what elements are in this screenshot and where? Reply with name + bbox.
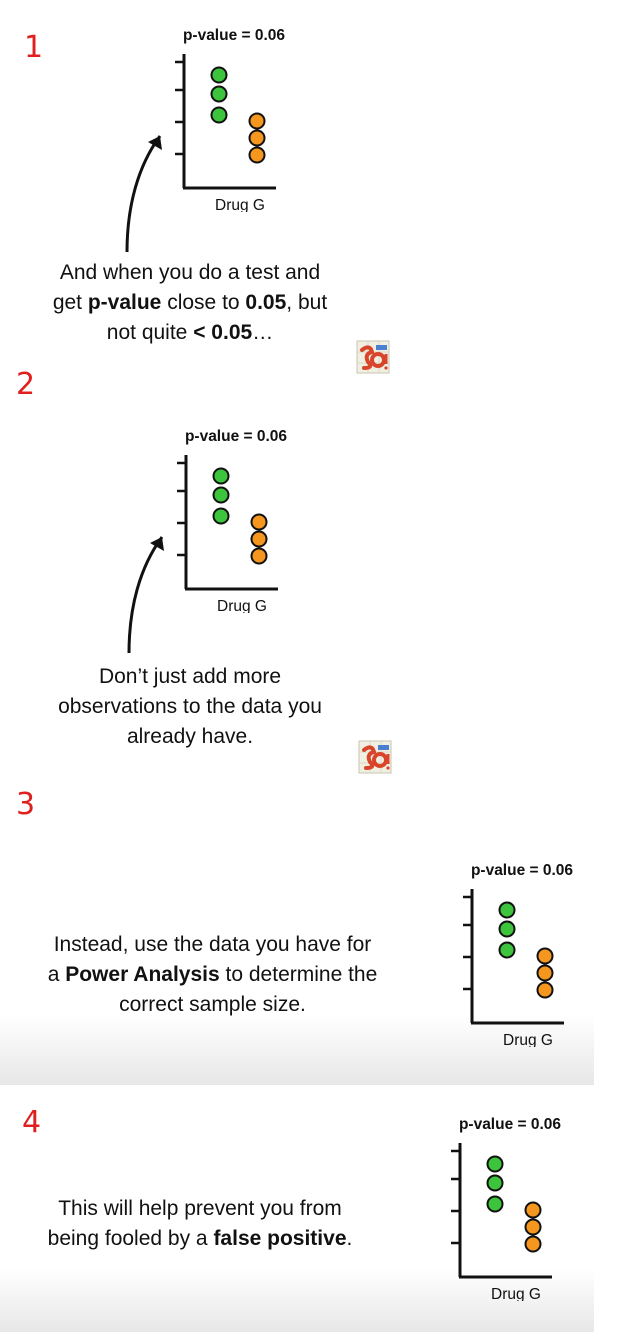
- caption-bold-text: Power Analysis: [65, 963, 220, 986]
- caption-line: a Power Analysis to determine the: [10, 960, 415, 990]
- caption-text: already have.: [126, 725, 254, 748]
- plot-title: p-value = 0.06: [185, 428, 287, 445]
- panel-number: 1: [24, 30, 44, 65]
- orange-point: [248, 112, 266, 130]
- caption-text: close to: [161, 291, 246, 314]
- plot-title: p-value = 0.06: [459, 1116, 561, 1133]
- orange-point: [250, 547, 268, 565]
- caption: Don’t just add more observations to the d…: [10, 662, 370, 752]
- caption-text: And when you do a test and: [59, 261, 321, 284]
- panel-number: 4: [22, 1105, 42, 1140]
- orange-point: [250, 530, 268, 548]
- caption-bold-text: false positive: [213, 1227, 347, 1250]
- x-axis-label: Drug G: [215, 197, 265, 212]
- caption: And when you do a test and get p-value cl…: [10, 258, 370, 348]
- caption-line: already have.: [10, 722, 370, 752]
- caption-text: Instead, use the data you have for: [53, 933, 372, 956]
- plot-title: p-value = 0.06: [183, 27, 285, 44]
- caption-bold-text: 0.05: [245, 291, 287, 314]
- caption-bold-text: < 0.05: [193, 321, 253, 344]
- fade-band: [0, 1015, 594, 1085]
- caption-text: Don’t just add more: [98, 665, 282, 688]
- orange-point: [248, 146, 266, 164]
- arrow-icon: [125, 135, 162, 253]
- arrow-icon: [127, 536, 164, 654]
- green-point: [498, 941, 516, 959]
- green-point: [486, 1195, 504, 1213]
- orange-point: [536, 947, 554, 965]
- green-point: [486, 1155, 504, 1173]
- caption-line: And when you do a test and: [10, 258, 370, 288]
- caption-line: get p-value close to 0.05, but: [10, 288, 370, 318]
- green-point: [212, 507, 230, 525]
- caption-text: observations to the data you: [58, 695, 322, 718]
- caption-text: to determine the: [219, 963, 378, 986]
- caption-text: a: [47, 963, 66, 986]
- orange-point: [524, 1218, 542, 1236]
- so-logo-icon: [356, 340, 390, 374]
- green-point: [212, 467, 230, 485]
- green-point: [498, 920, 516, 938]
- caption-line: observations to the data you: [10, 692, 370, 722]
- caption-text: , but: [286, 291, 328, 314]
- caption-text: get: [52, 291, 88, 314]
- fade-band: [0, 1269, 594, 1332]
- caption-line: being fooled by a false positive.: [10, 1224, 390, 1254]
- panel-number: 2: [16, 367, 36, 402]
- caption-line: correct sample size.: [10, 990, 415, 1020]
- so-logo-art: [356, 340, 390, 374]
- x-axis-label: Drug G: [503, 1032, 553, 1047]
- orange-point: [248, 129, 266, 147]
- orange-point: [524, 1235, 542, 1253]
- orange-point: [536, 964, 554, 982]
- orange-point: [536, 981, 554, 999]
- panel-number: 3: [16, 787, 36, 822]
- caption-line: Don’t just add more: [10, 662, 370, 692]
- caption-text: correct sample size.: [119, 993, 306, 1016]
- x-axis-label: Drug G: [491, 1286, 541, 1301]
- caption-text: …: [252, 321, 274, 344]
- caption-text: This will help prevent you from: [58, 1197, 342, 1220]
- caption-line: not quite < 0.05…: [10, 318, 370, 348]
- green-point: [498, 901, 516, 919]
- orange-point: [524, 1201, 542, 1219]
- green-point: [210, 106, 228, 124]
- so-logo-icon: [358, 740, 392, 774]
- green-point: [486, 1174, 504, 1192]
- caption-text: being fooled by a: [47, 1227, 214, 1250]
- caption-text: not quite: [106, 321, 194, 344]
- caption: Instead, use the data you have for a Powe…: [10, 930, 415, 1020]
- green-point: [210, 66, 228, 84]
- x-axis-label: Drug G: [217, 598, 267, 613]
- caption-text: .: [346, 1227, 353, 1250]
- green-point: [212, 486, 230, 504]
- orange-point: [250, 513, 268, 531]
- so-logo-art: [358, 740, 392, 774]
- caption: This will help prevent you from being foo…: [10, 1194, 390, 1254]
- green-point: [210, 85, 228, 103]
- caption-line: Instead, use the data you have for: [10, 930, 415, 960]
- plot-title: p-value = 0.06: [471, 862, 573, 879]
- caption-line: This will help prevent you from: [10, 1194, 390, 1224]
- caption-bold-text: p-value: [87, 291, 162, 314]
